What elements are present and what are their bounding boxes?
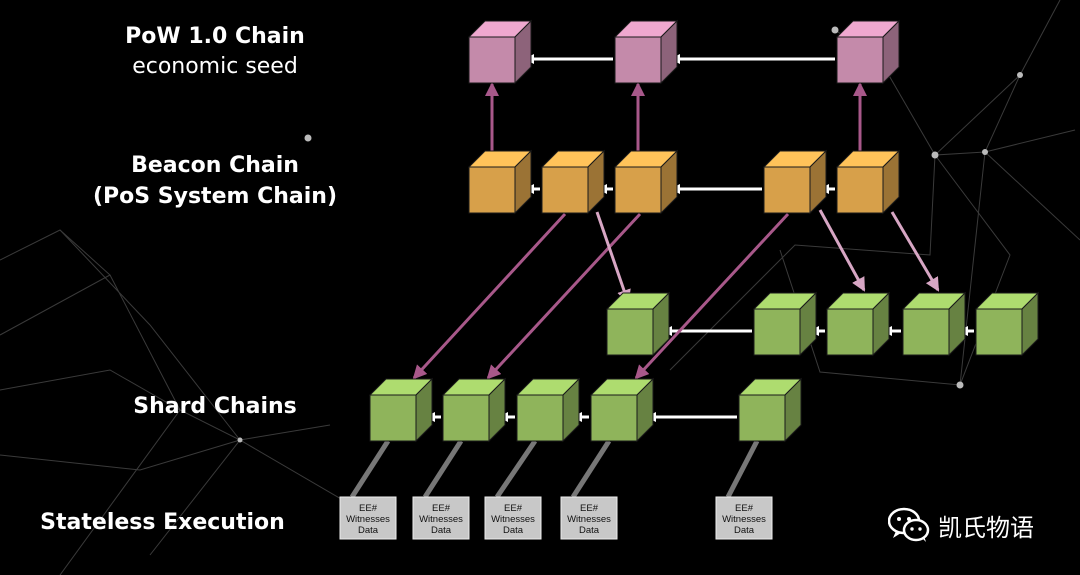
- shardB-block-5: [737, 377, 803, 443]
- shard-chains-label: Shard Chains: [95, 392, 335, 422]
- beacon-block-3: [613, 149, 679, 215]
- beacon-chain-label: Beacon Chain (PoS System Chain): [80, 150, 350, 212]
- pow-block-1: [467, 19, 533, 85]
- pow-chain-title: PoW 1.0 Chain: [125, 24, 305, 49]
- ee-connector-lines: [349, 439, 760, 499]
- crosslink-arrow-1: [412, 212, 567, 380]
- beacon-to-shard-arrow-1: [595, 211, 631, 304]
- stateless-execution-title: Stateless Execution: [40, 510, 285, 535]
- ee-witnesses-text: Witnesses: [567, 514, 611, 525]
- pow-block-2: [613, 19, 679, 85]
- shardB-block-3: [515, 377, 581, 443]
- ee-connector-4: [570, 439, 612, 499]
- shard-chains-title: Shard Chains: [133, 394, 297, 419]
- shardA-block-5: [974, 291, 1040, 357]
- diagram-blocks: [368, 19, 1040, 443]
- beacon-block-5: [835, 149, 901, 215]
- shardA-block-1: [605, 291, 671, 357]
- background-nodes: [237, 26, 1023, 443]
- ee-id-text: EE#: [504, 503, 523, 514]
- ee-id-text: EE#: [432, 503, 451, 514]
- shardB-block-1: [368, 377, 434, 443]
- beacon-to-shard-arrow-3: [890, 211, 940, 292]
- ee-data-text: Data: [358, 525, 379, 536]
- stateless-execution-label: Stateless Execution: [20, 508, 305, 538]
- ee-data-text: Data: [431, 525, 452, 536]
- ee-id-text: EE#: [359, 503, 378, 514]
- ee-connector-2: [422, 439, 464, 499]
- ee-data-text: Data: [503, 525, 524, 536]
- ee-witnesses-text: Witnesses: [491, 514, 535, 525]
- shardB-block-4: [589, 377, 655, 443]
- ee-data-text: Data: [734, 525, 755, 536]
- ee-witnesses-text: Witnesses: [722, 514, 766, 525]
- pow-block-3: [835, 19, 901, 85]
- ee-connector-1: [349, 439, 391, 499]
- ee-connector-5: [725, 439, 760, 499]
- beacon-block-1: [467, 149, 533, 215]
- beacon-block-2: [540, 149, 606, 215]
- diagram-arrows: [412, 54, 974, 422]
- beacon-chain-subtitle: (PoS System Chain): [92, 184, 337, 209]
- beacon-chain-title: Beacon Chain: [131, 153, 299, 178]
- ee-id-text: EE#: [580, 503, 599, 514]
- ee-boxes: EE#WitnessesDataEE#WitnessesDataEE#Witne…: [339, 496, 773, 540]
- ee-witnesses-text: Witnesses: [419, 514, 463, 525]
- crosslink-arrow-2: [486, 212, 642, 380]
- wechat-icon: [888, 507, 930, 542]
- shardB-block-2: [441, 377, 507, 443]
- beacon-to-shard-arrow-2: [818, 209, 866, 292]
- ee-witnesses-text: Witnesses: [346, 514, 390, 525]
- shardA-block-4: [901, 291, 967, 357]
- ee-id-text: EE#: [735, 503, 754, 514]
- crosslink-arrow-3: [634, 212, 790, 380]
- shardA-block-3: [825, 291, 891, 357]
- pow-chain-label: PoW 1.0 Chain economic seed: [95, 22, 335, 82]
- pow-chain-subtitle: economic seed: [132, 54, 298, 79]
- ee-data-text: Data: [579, 525, 600, 536]
- shardA-block-2: [752, 291, 818, 357]
- brand-name: 凯氏物语: [938, 513, 1034, 542]
- brand-watermark: 凯氏物语: [888, 505, 1034, 545]
- ee-connector-3: [494, 439, 538, 499]
- beacon-block-4: [762, 149, 828, 215]
